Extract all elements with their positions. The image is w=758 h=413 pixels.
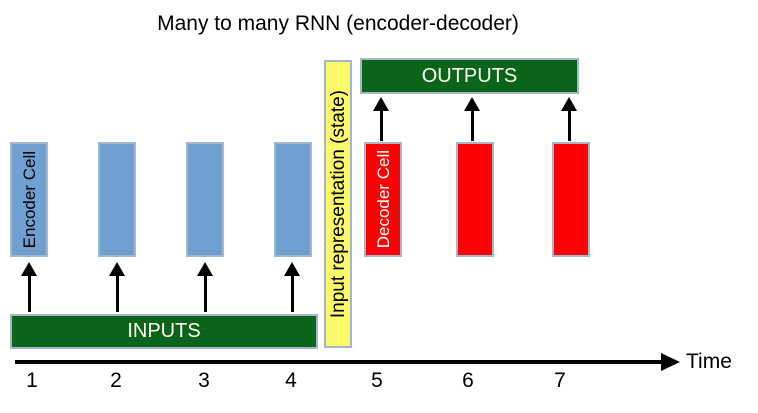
tick-5: 5 — [371, 369, 383, 392]
outputs-label: OUTPUTS — [421, 64, 518, 87]
decoder-cell-label: Decoder Cell — [373, 150, 393, 249]
tick-1: 1 — [26, 369, 38, 392]
tick-4: 4 — [285, 369, 297, 392]
time-axis-arrowhead-icon — [661, 353, 680, 371]
inputs-label: INPUTS — [127, 320, 201, 342]
tick-2: 2 — [110, 369, 122, 392]
encoder-cell-3 — [186, 142, 224, 257]
tick-6: 6 — [462, 369, 474, 392]
tick-3: 3 — [198, 369, 210, 392]
state-bar: Input representation (state) — [324, 60, 352, 348]
inputs-bar: INPUTS — [10, 314, 318, 349]
decoder-cell-2 — [456, 142, 494, 257]
output-arrow-3-icon — [561, 97, 577, 141]
encoder-cell-label: Encoder Cell — [19, 150, 39, 249]
outputs-bar: OUTPUTS — [360, 58, 579, 94]
input-arrow-4-icon — [284, 262, 300, 312]
encoder-cell-4 — [274, 142, 312, 257]
decoder-cell-3 — [552, 142, 590, 257]
output-arrow-2-icon — [464, 97, 480, 141]
input-arrow-2-icon — [109, 262, 125, 312]
time-axis-label: Time — [686, 350, 732, 373]
input-arrow-3-icon — [197, 262, 213, 312]
state-label: Input representation (state) — [327, 89, 349, 319]
decoder-cell-1: Decoder Cell — [364, 142, 402, 257]
encoder-cell-1: Encoder Cell — [10, 142, 48, 257]
diagram-title: Many to many RNN (encoder-decoder) — [157, 12, 519, 35]
time-axis-line — [15, 360, 663, 364]
tick-7: 7 — [554, 369, 566, 392]
output-arrow-1-icon — [373, 97, 389, 141]
input-arrow-1-icon — [21, 262, 37, 312]
encoder-cell-2 — [98, 142, 136, 257]
